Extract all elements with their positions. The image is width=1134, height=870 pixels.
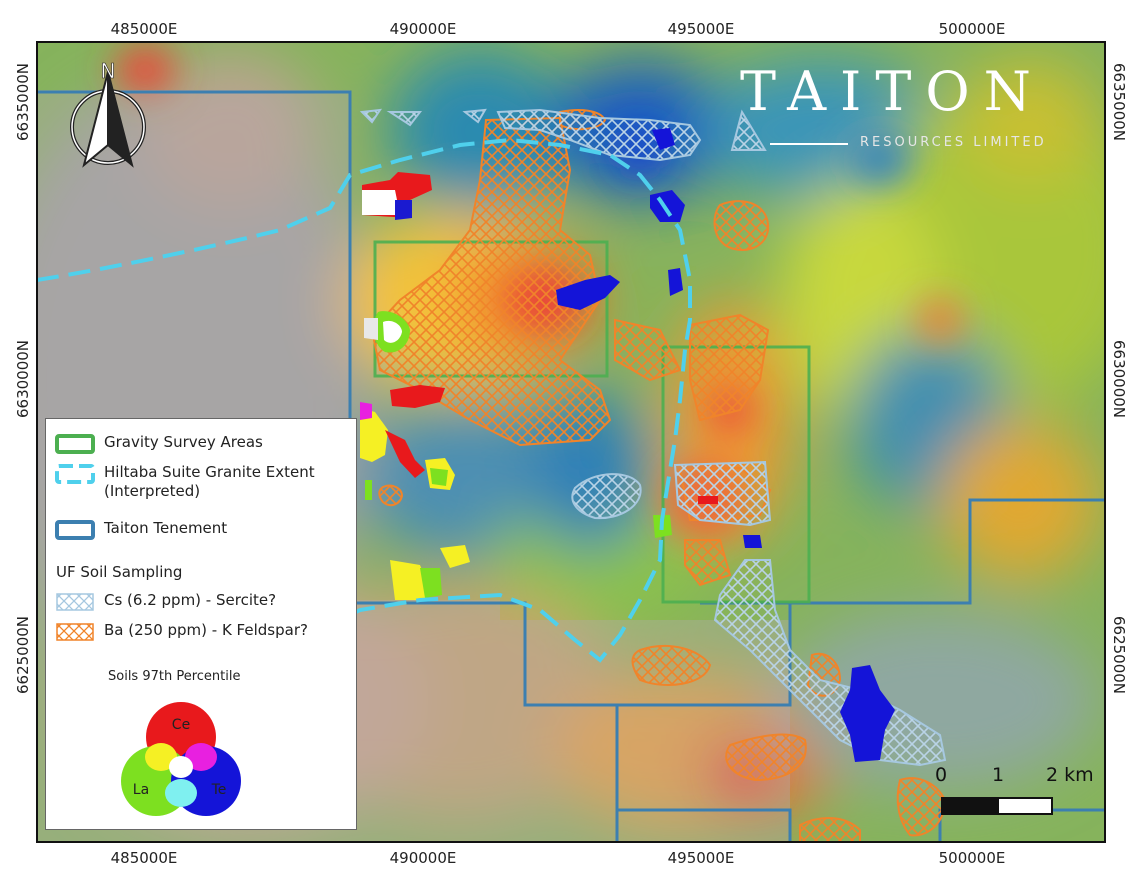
cs-swatch	[56, 593, 94, 611]
ree-venn-diagram: Ce La Te	[121, 702, 241, 816]
venn-label-la: La	[133, 782, 149, 798]
map-frame	[36, 41, 1106, 843]
ba-swatch	[56, 623, 94, 641]
y-tick-left: 6630000N	[14, 340, 32, 418]
x-tick-top: 485000E	[111, 20, 178, 38]
legend-percentile-label: Soils 97th Percentile	[108, 669, 241, 684]
gravity-swatch	[55, 434, 95, 454]
venn-label-te: Te	[211, 782, 227, 798]
taiton-tagline: RESOURCES LIMITED	[860, 135, 1047, 150]
y-tick-right: 6630000N	[1110, 340, 1128, 418]
granite-extent-line	[37, 137, 692, 801]
legend-item-tenement: Taiton Tenement	[54, 519, 227, 541]
x-tick-top: 495000E	[668, 20, 735, 38]
legend-item-granite: Hiltaba Suite Granite Extent (Interprete…	[54, 463, 315, 501]
coordinate-ticks: 485000E 490000E 495000E 500000E 485000E …	[14, 20, 1128, 867]
map-legend: Gravity Survey Areas Hiltaba Suite Grani…	[45, 418, 357, 830]
granite-swatch	[55, 464, 95, 484]
legend-label-tenement: Taiton Tenement	[104, 519, 228, 537]
x-tick-bottom: 500000E	[939, 849, 1006, 867]
y-tick-right: 6635000N	[1110, 63, 1128, 141]
x-tick-bottom: 495000E	[668, 849, 735, 867]
taiton-logo: TAITON	[740, 60, 1045, 123]
x-tick-bottom: 485000E	[111, 849, 178, 867]
legend-label-cs: Cs (6.2 ppm) - Sercite?	[104, 591, 277, 609]
legend-soil-header: UF Soil Sampling	[56, 563, 183, 581]
scale-label-2: 2 km	[1046, 764, 1094, 786]
venn-label-ce: Ce	[172, 717, 190, 733]
y-tick-right: 6625000N	[1110, 616, 1128, 694]
legend-label-granite-line1: Hiltaba Suite Granite Extent	[104, 463, 315, 481]
legend-item-ba: Ba (250 ppm) - K Feldspar?	[54, 621, 308, 643]
x-tick-top: 490000E	[390, 20, 457, 38]
legend-label-granite: Hiltaba Suite Granite Extent (Interprete…	[104, 463, 315, 501]
legend-item-cs: Cs (6.2 ppm) - Sercite?	[54, 591, 276, 613]
legend-label-ba: Ba (250 ppm) - K Feldspar?	[104, 621, 308, 639]
scale-label-0: 0	[935, 764, 948, 786]
x-tick-top: 500000E	[939, 20, 1006, 38]
y-tick-left: 6625000N	[14, 616, 32, 694]
logo-divider	[770, 143, 848, 145]
north-arrow: N	[70, 59, 146, 168]
scale-bar	[941, 797, 1053, 815]
legend-label-gravity: Gravity Survey Areas	[104, 433, 263, 451]
soil-percentile-blobs	[360, 128, 895, 762]
north-label: N	[101, 59, 116, 83]
x-tick-bottom: 490000E	[390, 849, 457, 867]
scale-label-1: 1	[992, 764, 1005, 786]
y-tick-left: 6635000N	[14, 63, 32, 141]
legend-item-gravity: Gravity Survey Areas	[54, 433, 263, 455]
tenement-swatch	[55, 520, 95, 540]
legend-label-granite-line2: (Interpreted)	[104, 482, 201, 500]
